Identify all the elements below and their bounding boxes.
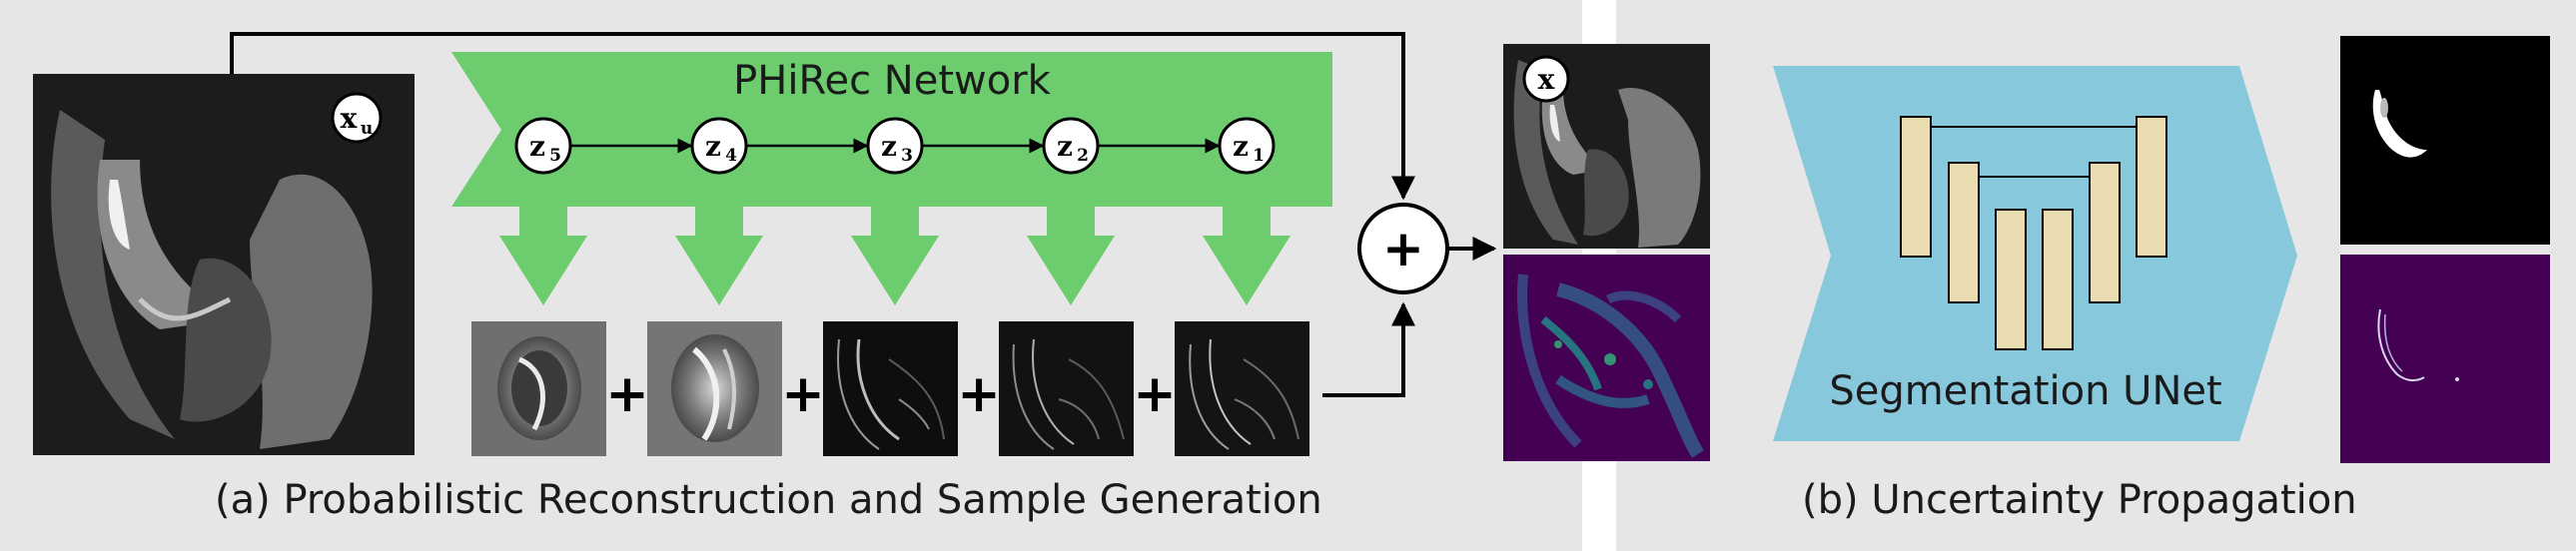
plus-sign-4: + xyxy=(1133,364,1177,424)
skip-connection-arrow xyxy=(230,32,1415,201)
residual-image-1 xyxy=(471,321,606,456)
unet-architecture-icon xyxy=(1900,116,2167,350)
output-reconstruction-image xyxy=(1503,44,1710,249)
svg-text:4: 4 xyxy=(725,146,737,166)
plus-sign-2: + xyxy=(781,364,825,424)
svg-text:z: z xyxy=(1057,130,1073,163)
residual-image-2 xyxy=(647,321,782,456)
svg-text:+: + xyxy=(1382,220,1424,277)
svg-text:z: z xyxy=(881,130,897,163)
svg-text:u: u xyxy=(361,119,373,139)
svg-text:x: x xyxy=(1538,63,1555,96)
svg-text:z: z xyxy=(529,130,545,163)
input-mri-image xyxy=(33,74,415,455)
residual-sum-arrow xyxy=(1322,301,1415,397)
latent-node-z1: z 1 xyxy=(1218,117,1276,175)
svg-text:x: x xyxy=(341,102,358,135)
latent-node-z5: z 5 xyxy=(514,117,572,175)
latent-node-z3: z 3 xyxy=(866,117,924,175)
caption-panel-b: (b) Uncertainty Propagation xyxy=(1802,477,2357,523)
segmentation-mask-image xyxy=(2340,36,2550,245)
output-uncertainty-map xyxy=(1503,255,1710,461)
caption-panel-a: (a) Probabilistic Reconstruction and Sam… xyxy=(215,477,1322,523)
svg-text:1: 1 xyxy=(1253,146,1265,166)
svg-text:3: 3 xyxy=(901,146,913,166)
residual-image-5 xyxy=(1175,321,1309,456)
plus-sign-1: + xyxy=(605,364,649,424)
svg-text:5: 5 xyxy=(549,146,561,166)
segmentation-uncertainty-map xyxy=(2340,255,2550,463)
residual-image-3 xyxy=(823,321,958,456)
sum-node: + xyxy=(1357,203,1449,294)
input-label-xu: x u xyxy=(331,92,383,144)
output-label-x: x xyxy=(1522,55,1570,103)
plus-sign-3: + xyxy=(957,364,1001,424)
svg-text:z: z xyxy=(1233,130,1249,163)
svg-text:2: 2 xyxy=(1077,146,1089,166)
residual-image-4 xyxy=(999,321,1134,456)
segmentation-unet-title: Segmentation UNet xyxy=(1829,368,2221,414)
latent-node-z4: z 4 xyxy=(690,117,748,175)
phirec-network-title: PHiRec Network xyxy=(733,58,1051,104)
svg-text:z: z xyxy=(705,130,721,163)
latent-node-z2: z 2 xyxy=(1042,117,1100,175)
decoder-down-arrows xyxy=(499,207,1290,305)
